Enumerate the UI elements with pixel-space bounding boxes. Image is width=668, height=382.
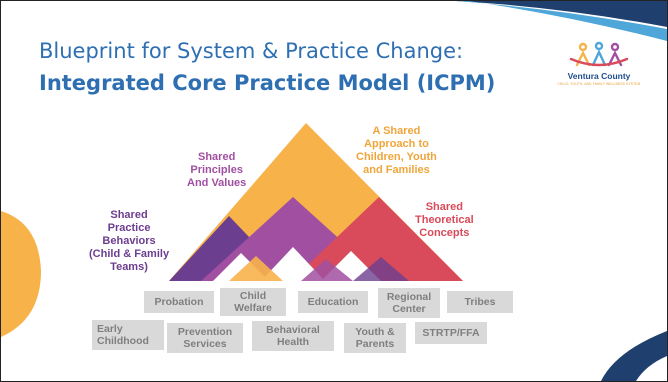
- family-figures-icon: [569, 41, 629, 67]
- label-shared-principles: Shared Principles And Values: [187, 151, 247, 189]
- logo-subtitle: CHILD, YOUTH, AND FAMILY WELLNESS SYSTEM: [557, 82, 641, 86]
- foundation-box-prevention-services: Prevention Services: [167, 323, 243, 353]
- label-shared-theoretical: Shared Theoretical Concepts: [415, 201, 474, 239]
- label-shared-behaviors: Shared Practice Behaviors (Child & Famil…: [89, 209, 170, 273]
- label-shared-approach: A Shared Approach to Children, Youth and…: [356, 125, 437, 176]
- slide-title-line1: Blueprint for System & Practice Change:: [39, 39, 464, 63]
- slide-title-line2: Integrated Core Practice Model (ICPM): [39, 71, 496, 95]
- foundation-box-child-welfare: Child Welfare: [220, 288, 286, 316]
- foundation-box-education: Education: [298, 291, 368, 313]
- foundation-box-tribes: Tribes: [447, 291, 513, 313]
- foundation-box-probation: Probation: [144, 291, 214, 313]
- shared-concepts-triangle: [291, 197, 463, 281]
- ventura-county-logo: Ventura County CHILD, YOUTH, AND FAMILY …: [557, 41, 641, 91]
- foundation-box-early-childhood: Early Childhood: [92, 320, 164, 350]
- foundation-box-regional-center: Regional Center: [378, 288, 440, 318]
- foundation-box-strtp-ffa: STRTP/FFA: [415, 322, 487, 344]
- foundation-box-youth-parents: Youth & Parents: [344, 323, 406, 353]
- logo-name: Ventura County: [567, 71, 631, 81]
- foundation-box-behavioral-health: Behavioral Health: [252, 321, 334, 351]
